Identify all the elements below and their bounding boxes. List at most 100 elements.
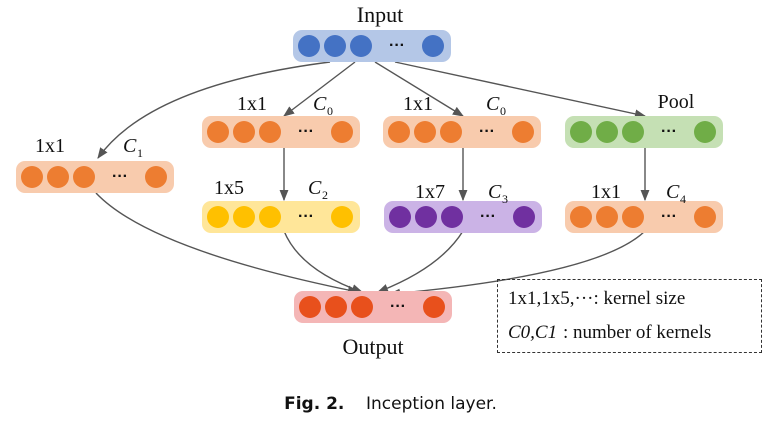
branch4b-block-ellipsis: ···	[661, 208, 677, 225]
input-block: ···	[293, 30, 451, 62]
branch2a-block-node-1	[207, 121, 229, 143]
branch4b-block: ···	[565, 201, 723, 233]
branch3b-op-label: 1x7	[415, 181, 445, 203]
branch3a-block-node-1	[388, 121, 410, 143]
branch4a-op-label: Pool	[658, 91, 695, 113]
svg-text:2: 2	[322, 188, 328, 202]
branch2b-block-node-2	[233, 206, 255, 228]
branch4b-block-node-1	[570, 206, 592, 228]
branch1-block-node-1	[21, 166, 43, 188]
branch3a-kernel-label: C 0	[486, 93, 506, 118]
branch4a-block-node-1	[570, 121, 592, 143]
arrow-b1-to-output	[95, 192, 360, 295]
connector-lines	[95, 61, 650, 298]
caption-label: Fig. 2.	[284, 394, 345, 414]
figure-caption: Fig. 2. Inception layer.	[0, 394, 781, 414]
arrow-input-to-b3a	[374, 61, 464, 117]
branch2a-block-node-3	[259, 121, 281, 143]
branch2b-op-label: 1x5	[214, 177, 244, 199]
branch1-kernel-label: C 1	[123, 135, 143, 160]
svg-text:C: C	[313, 93, 327, 115]
branch4b-block-node-3	[622, 206, 644, 228]
branch2b-kernel-label: C 2	[308, 177, 328, 202]
branch3a-block: ···	[383, 116, 541, 148]
input-block-ellipsis: ···	[389, 37, 405, 54]
arrow-input-to-b4a	[394, 61, 647, 119]
branch2a-block-node-4	[331, 121, 353, 143]
legend-box	[497, 279, 762, 353]
arrow-input-to-b2a	[283, 61, 356, 117]
branch4a-block-node-3	[622, 121, 644, 143]
branch3b-block: ···	[384, 201, 542, 233]
branch2b-block: ···	[202, 201, 360, 233]
legend-line-1: 1x1,1x5,···: kernel size	[508, 288, 685, 309]
output-block-node-4	[423, 296, 445, 318]
branch1-block: ···	[16, 161, 174, 193]
branch3b-block-ellipsis: ···	[480, 208, 496, 225]
branch3b-block-node-1	[389, 206, 411, 228]
branch4b-block-node-2	[596, 206, 618, 228]
branch2a-op-label: 1x1	[237, 93, 267, 115]
branch2a-block-ellipsis: ···	[298, 123, 314, 140]
svg-text:C: C	[308, 177, 322, 199]
branch3b-block-node-4	[513, 206, 535, 228]
svg-text:4: 4	[680, 192, 686, 206]
branch4b-block-node-4	[694, 206, 716, 228]
inception-diagram: ··· ··· ··· ··· ··· ··· ··· ··· ··· Input Output…	[16, 2, 723, 359]
branch4a-block: ···	[565, 116, 723, 148]
branch3a-block-node-3	[440, 121, 462, 143]
output-block-ellipsis: ···	[390, 298, 406, 315]
svg-text:C: C	[488, 181, 502, 203]
svg-text:1: 1	[137, 146, 143, 160]
branch1-block-node-3	[73, 166, 95, 188]
branch4b-kernel-label: C 4	[666, 181, 686, 206]
branch2b-block-ellipsis: ···	[298, 208, 314, 225]
output-label: Output	[342, 334, 403, 359]
arrow-b4b-to-output	[388, 230, 646, 298]
branch1-block-node-4	[145, 166, 167, 188]
branch4a-block-ellipsis: ···	[661, 123, 677, 140]
branch2b-block-node-1	[207, 206, 229, 228]
branch3a-block-node-4	[512, 121, 534, 143]
svg-text:C: C	[123, 135, 137, 157]
node-blocks: ··· ··· ··· ··· ··· ··· ··· ··· ···	[16, 30, 723, 323]
arrow-input-to-b1	[97, 61, 331, 159]
branch3a-block-node-2	[414, 121, 436, 143]
output-block-node-3	[351, 296, 373, 318]
branch4a-block-node-4	[694, 121, 716, 143]
arrow-b3b-to-output	[376, 230, 464, 293]
output-block-node-1	[299, 296, 321, 318]
caption-text: Inception layer.	[366, 394, 497, 414]
output-block: ···	[294, 291, 452, 323]
output-block-node-2	[325, 296, 347, 318]
branch1-op-label: 1x1	[35, 135, 65, 157]
branch2b-block-node-4	[331, 206, 353, 228]
branch1-block-node-2	[47, 166, 69, 188]
branch4b-op-label: 1x1	[591, 181, 621, 203]
svg-text:C: C	[486, 93, 500, 115]
svg-text:0: 0	[327, 104, 333, 118]
branch1-block-ellipsis: ···	[112, 168, 128, 185]
svg-text:3: 3	[502, 192, 508, 206]
branch2a-block: ···	[202, 116, 360, 148]
input-label: Input	[357, 2, 403, 27]
svg-text:C0,C1: C0,C1	[508, 322, 557, 343]
legend-line-2: C0,C1 : number of kernels	[508, 322, 711, 343]
input-block-node-3	[350, 35, 372, 57]
svg-text:: number of kernels: : number of kernels	[563, 322, 711, 343]
branch3b-kernel-label: C 3	[488, 181, 508, 206]
branch4a-block-node-2	[596, 121, 618, 143]
input-block-node-2	[324, 35, 346, 57]
branch2a-block-node-2	[233, 121, 255, 143]
svg-text:C: C	[666, 181, 680, 203]
input-block-node-4	[422, 35, 444, 57]
branch2b-block-node-3	[259, 206, 281, 228]
branch3b-block-node-2	[415, 206, 437, 228]
arrow-b2b-to-output	[283, 230, 364, 293]
branch3b-block-node-3	[441, 206, 463, 228]
branch3a-block-ellipsis: ···	[479, 123, 495, 140]
branch3a-op-label: 1x1	[403, 93, 433, 115]
branch2a-kernel-label: C 0	[313, 93, 333, 118]
input-block-node-1	[298, 35, 320, 57]
svg-text:0: 0	[500, 104, 506, 118]
